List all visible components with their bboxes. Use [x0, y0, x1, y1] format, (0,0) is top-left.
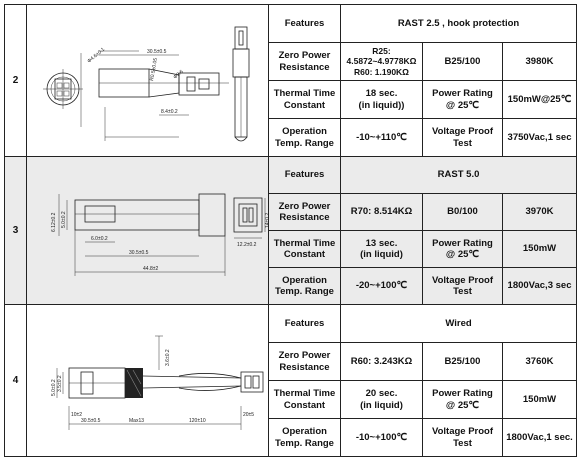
- power-rating-label: Power Rating @ 25℃: [422, 230, 503, 268]
- rast25-technical-drawing: 30.5±0.5 Φ4.6±0.1 R0.5±0.05 8.4±0.2 Φ3.6: [43, 26, 250, 141]
- dim-label-c: 120±10: [189, 418, 206, 424]
- operation-temp-label: Operation Temp. Range: [268, 267, 341, 305]
- rast50-drawing: 6.12±0.2 5.0±0.2 6.0±0.2 30.5±0.5 44.8±2…: [26, 156, 271, 305]
- row-index: 3: [4, 156, 27, 305]
- zero-power-label: Zero Power Resistance: [268, 193, 341, 231]
- row-4-header: 4: [4, 304, 578, 457]
- voltage-proof-value: 1800Vac,1 sec.: [501, 418, 578, 457]
- row-2-operation: Operation Temp. Range -10~+110℃ Voltage …: [5, 118, 578, 157]
- power-rating-value: 150mW: [501, 380, 578, 419]
- dim-label-e: 5.0±0.2: [51, 379, 57, 396]
- features-label: Features: [268, 156, 341, 194]
- operation-temp-value: -10~+110℃: [340, 118, 423, 157]
- dim-label-e: 44.8±2: [143, 266, 158, 272]
- dim-label-b: 5.0±0.2: [61, 211, 67, 228]
- dim-label-d: 10±2: [71, 412, 82, 418]
- features-label: Features: [268, 304, 341, 343]
- zero-power-label: Zero Power Resistance: [268, 342, 341, 381]
- power-rating-value: 150mW: [501, 230, 578, 268]
- zero-power-value: R25: 4.5872~4.9778KΩ R60: 1.190KΩ: [340, 42, 423, 81]
- dim-label-e: Φ3.6: [172, 68, 184, 80]
- dim-label-a: 6.12±0.2: [51, 212, 57, 232]
- voltage-proof-label: Voltage Proof Test: [422, 118, 503, 157]
- b-constant-label: B25/100: [422, 42, 503, 81]
- thermal-time-label: Thermal Time Constant: [268, 80, 341, 119]
- row-index: 2: [4, 4, 27, 157]
- row-title: RAST 5.0: [339, 156, 578, 194]
- row-3-header: 3 6.12±0.2: [4, 156, 578, 305]
- operation-temp-label: Operation Temp. Range: [268, 418, 341, 457]
- voltage-proof-value: 3750Vac,1 sec: [501, 118, 578, 157]
- power-rating-value: 150mW@25℃: [501, 80, 578, 119]
- wired-technical-drawing: 30.5±0.5 Max13 120±10 10±2 5.0±0.2 3.5±0…: [51, 335, 264, 430]
- row-title: Wired: [339, 304, 578, 343]
- rast25-drawing: 30.5±0.5 Φ4.6±0.1 R0.5±0.05 8.4±0.2 Φ3.6: [26, 4, 269, 157]
- operation-temp-label: Operation Temp. Range: [268, 118, 341, 157]
- thermistor-spec-table: 2: [4, 4, 578, 457]
- b-constant-label: B25/100: [422, 342, 503, 381]
- dim-label-h: 20±5: [243, 412, 254, 418]
- operation-temp-value: -20~+100℃: [340, 267, 423, 305]
- b-constant-value: 3980K: [501, 42, 578, 81]
- zero-power-label: Zero Power Resistance: [268, 42, 341, 81]
- operation-temp-value: -10~+100℃: [340, 418, 423, 457]
- features-label: Features: [268, 4, 341, 43]
- voltage-proof-value: 1800Vac,3 sec: [501, 267, 578, 305]
- row-3-zero-power: Zero Power Resistance R70: 8.514KΩ B0/10…: [5, 193, 578, 231]
- row-2-header: 2: [4, 4, 578, 157]
- thermal-time-label: Thermal Time Constant: [268, 230, 341, 268]
- voltage-proof-label: Voltage Proof Test: [422, 418, 503, 457]
- row-4-operation: Operation Temp. Range -10~+100℃ Voltage …: [5, 418, 578, 457]
- dim-label-f: 14±0.2: [265, 212, 271, 227]
- b-constant-value: 3760K: [501, 342, 578, 381]
- dim-label-a: 30.5±0.5: [147, 49, 167, 55]
- dim-label-c: 6.0±0.2: [91, 236, 108, 242]
- dim-label-b: Max13: [129, 418, 144, 424]
- row-title: RAST 2.5 , hook protection: [339, 4, 578, 43]
- voltage-proof-label: Voltage Proof Test: [422, 267, 503, 305]
- dim-label-c: R0.5±0.05: [149, 57, 159, 81]
- b-constant-value: 3970K: [501, 193, 578, 231]
- dim-label-b: Φ4.6±0.1: [86, 46, 106, 64]
- row-3-operation: Operation Temp. Range -20~+100℃ Voltage …: [5, 267, 578, 305]
- row-4-thermal: Thermal Time Constant 20 sec. (in liquid…: [5, 380, 578, 419]
- thermal-time-value: 13 sec. (in liquid): [340, 230, 423, 268]
- power-rating-label: Power Rating @ 25℃: [422, 80, 503, 119]
- dim-label-a: 30.5±0.5: [81, 418, 101, 424]
- dim-label-g: 12.2±0.2: [237, 242, 257, 248]
- zero-power-value: R70: 8.514KΩ: [340, 193, 423, 231]
- dim-label-g: 3.6±0.2: [165, 349, 171, 366]
- zero-power-value: R60: 3.243KΩ: [340, 342, 423, 381]
- power-rating-label: Power Rating @ 25℃: [422, 380, 503, 419]
- row-4-zero-power: Zero Power Resistance R60: 3.243KΩ B25/1…: [5, 342, 578, 381]
- thermal-time-label: Thermal Time Constant: [268, 380, 341, 419]
- dim-label-f: 3.5±0.2: [57, 375, 63, 392]
- wired-drawing: 30.5±0.5 Max13 120±10 10±2 5.0±0.2 3.5±0…: [26, 304, 269, 457]
- row-index: 4: [4, 304, 27, 457]
- dim-label-d: 30.5±0.5: [129, 250, 149, 256]
- b-constant-label: B0/100: [422, 193, 503, 231]
- thermal-time-value: 18 sec. (in liquid)): [340, 80, 423, 119]
- dim-label-d: 8.4±0.2: [161, 109, 178, 115]
- thermal-time-value: 20 sec. (in liquid): [340, 380, 423, 419]
- rast50-technical-drawing: 6.12±0.2 5.0±0.2 6.0±0.2 30.5±0.5 44.8±2…: [51, 193, 271, 276]
